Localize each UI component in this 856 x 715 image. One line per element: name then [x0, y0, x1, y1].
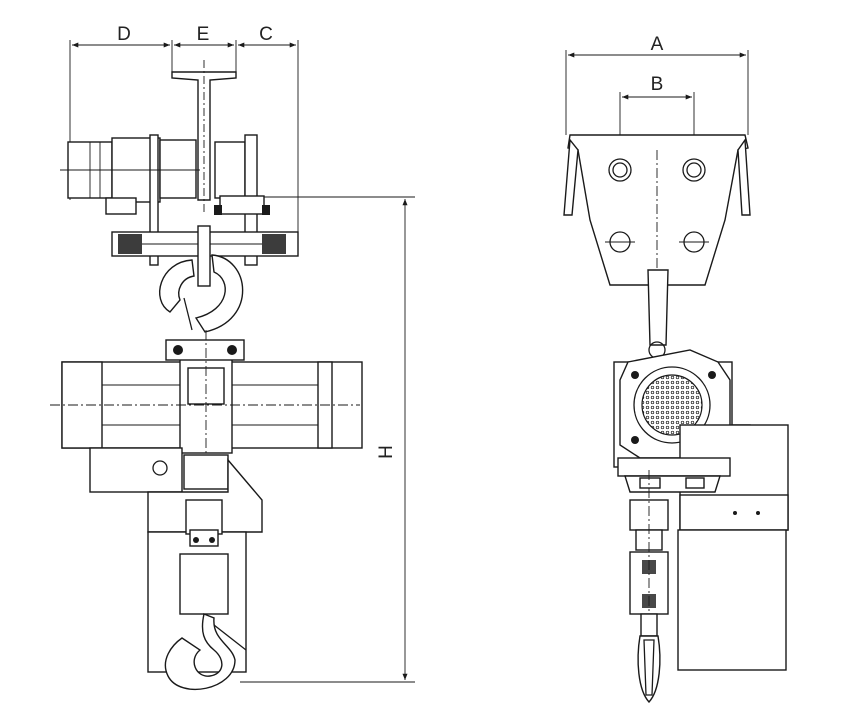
side-trolley-frame — [563, 134, 751, 300]
side-chain-bucket — [677, 529, 787, 671]
side-bottom-hook — [637, 613, 661, 704]
side-dimension-lines: A B — [565, 34, 749, 170]
dim-label-b: B — [651, 74, 664, 95]
top-dimension-lines: D E C — [69, 24, 299, 240]
side-suspension-link — [647, 269, 669, 359]
i-beam — [171, 60, 237, 215]
dim-label-a: A — [651, 34, 664, 55]
suspension-bar — [111, 225, 299, 287]
height-dimension: H — [240, 196, 415, 683]
bottom-block — [179, 499, 229, 615]
dim-label-d: D — [117, 24, 131, 45]
bottom-hook — [164, 613, 247, 691]
front-view: D E C H — [50, 24, 415, 691]
control-box — [89, 447, 263, 533]
top-hook — [159, 254, 244, 333]
hoist-body — [50, 330, 363, 470]
side-chain-guide — [617, 457, 731, 493]
dim-label-e: E — [197, 24, 210, 45]
trolley-motor — [60, 134, 200, 266]
dim-label-h: H — [376, 445, 397, 459]
dim-label-c: C — [259, 24, 273, 45]
side-bottom-block — [629, 470, 669, 700]
side-view: A B — [563, 34, 789, 704]
